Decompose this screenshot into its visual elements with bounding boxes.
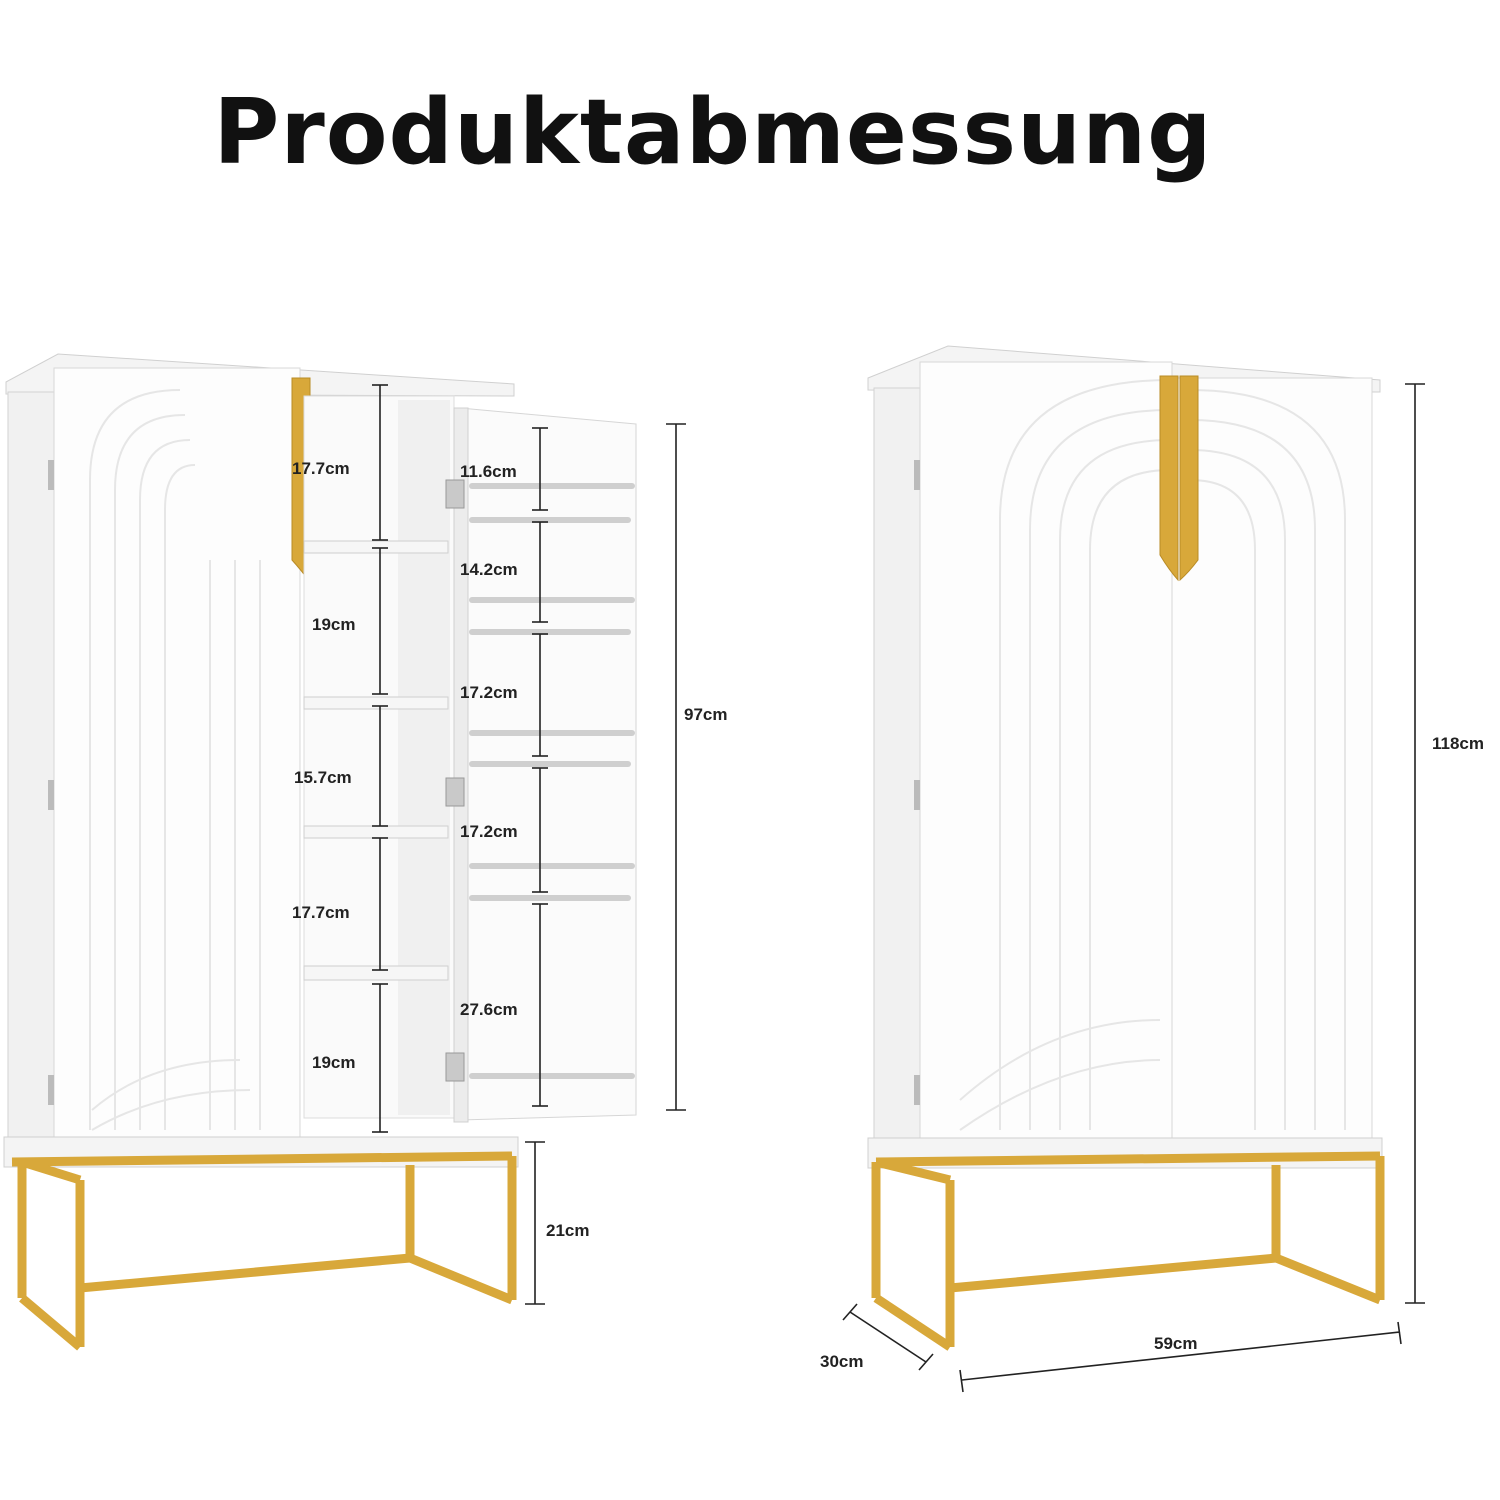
label-interior-5: 19cm — [312, 1053, 355, 1072]
label-interior-1: 17.7cm — [292, 459, 350, 478]
label-door-2: 14.2cm — [460, 560, 518, 579]
door-left-closed — [919, 361, 1173, 1143]
label-interior-3: 15.7cm — [294, 768, 352, 787]
dimension-lines — [372, 383, 1425, 1393]
handle-gold-left — [1159, 375, 1179, 582]
label-interior-2: 19cm — [312, 615, 355, 634]
right-cabinet — [867, 345, 1385, 1351]
label-interior-4: 17.7cm — [292, 903, 350, 922]
label-door-5: 27.6cm — [460, 1000, 518, 1019]
dimension-labels: 17.7cm 19cm 15.7cm 17.7cm 19cm 11.6cm 14… — [292, 459, 1484, 1371]
label-width: 59cm — [1154, 1334, 1197, 1353]
label-leg-height: 21cm — [546, 1221, 589, 1240]
door-right-closed — [1171, 377, 1373, 1141]
label-door-1: 11.6cm — [460, 462, 517, 481]
handle-gold-right — [1179, 375, 1199, 582]
label-door-4: 17.2cm — [460, 822, 518, 841]
label-door-3: 17.2cm — [460, 683, 518, 702]
label-total-height: 118cm — [1432, 734, 1484, 753]
label-body-height: 97cm — [684, 705, 727, 724]
page-title: Produktabmessung — [213, 80, 1213, 185]
label-depth: 30cm — [820, 1352, 863, 1371]
left-cabinet — [3, 353, 637, 1351]
